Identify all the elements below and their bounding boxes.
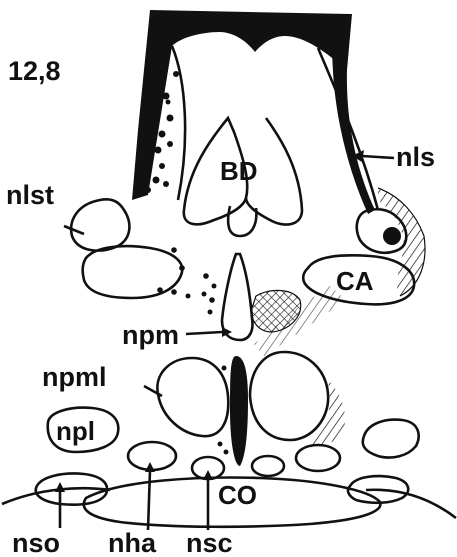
midline-black-column [230,356,248,466]
label-npml: npml [42,362,107,392]
panel-number: 12,8 [8,56,61,86]
right-black-band [330,14,375,214]
label-npl: npl [56,416,95,446]
label-nsc: nsc [186,528,233,557]
right-small-oval [363,420,419,458]
small-oval-4 [296,445,340,471]
pointer-lines [55,150,394,530]
label-co: CO [218,480,257,510]
left-wall-outline [172,46,185,200]
label-ca: CA [336,266,374,296]
npml-right-oval [250,352,328,440]
label-npm: npm [122,320,179,350]
label-bd: BD [220,156,258,186]
nlst-upper-oval [71,199,129,250]
small-oval-3 [252,456,284,476]
label-nlst: nlst [6,180,54,210]
npm-structure [222,254,253,340]
label-nls: nls [396,142,435,172]
nlst-lower-oval [83,246,183,298]
label-nso: nso [12,528,60,557]
bd-inner-lower [228,206,256,236]
right-black-spot [383,227,401,245]
small-oval-1 [128,442,176,470]
scattered-dots [157,247,228,454]
npml-left-oval [157,358,228,436]
label-nha: nha [108,528,157,557]
